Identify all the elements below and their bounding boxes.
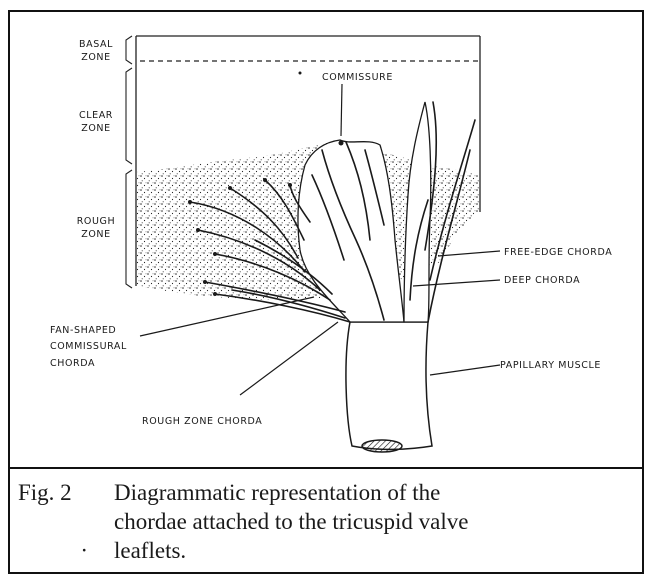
deep-chorda-label: DEEP CHORDA (504, 275, 580, 286)
fan-shaped-label-2: COMMISSURAL (50, 341, 127, 352)
caption-divider (8, 467, 644, 469)
caption-text-1: Diagrammatic representation of the (114, 480, 440, 505)
figure-number: Fig. 2 (18, 478, 114, 507)
clear-zone-label-1: CLEAR (79, 110, 113, 121)
basal-zone-label-2: ZONE (81, 52, 111, 63)
commissure-label: COMMISSURE (322, 72, 393, 83)
rough-zone-label-1: ROUGH (77, 216, 116, 227)
fan-shaped-label-1: FAN-SHAPED (50, 325, 116, 336)
rough-zone-chorda-label: ROUGH ZONE CHORDA (142, 416, 262, 427)
caption-line-3: ·leaflets. (18, 536, 644, 565)
commissure-pointer (341, 84, 342, 136)
caption-bullet: · (18, 536, 114, 565)
basal-zone-label-1: BASAL (79, 39, 113, 50)
zone-labels: BASAL ZONE CLEAR ZONE ROUGH ZONE (77, 39, 116, 240)
chordae-diagram: BASAL ZONE CLEAR ZONE ROUGH ZONE COMMISS… (0, 0, 654, 470)
fan-shaped-label-3: CHORDA (50, 358, 95, 369)
commissure-mark (299, 72, 302, 75)
caption-line-2: chordae attached to the tricuspid valve (18, 507, 644, 536)
rough-zone-label-2: ZONE (81, 229, 111, 240)
free-edge-chorda-label: FREE-EDGE CHORDA (504, 247, 612, 258)
papillary-muscle (346, 322, 432, 452)
clear-zone-label-2: ZONE (81, 123, 111, 134)
caption-text-3: leaflets. (114, 538, 186, 563)
papillary-muscle-label: PAPILLARY MUSCLE (500, 360, 601, 371)
zone-brackets (126, 36, 132, 288)
